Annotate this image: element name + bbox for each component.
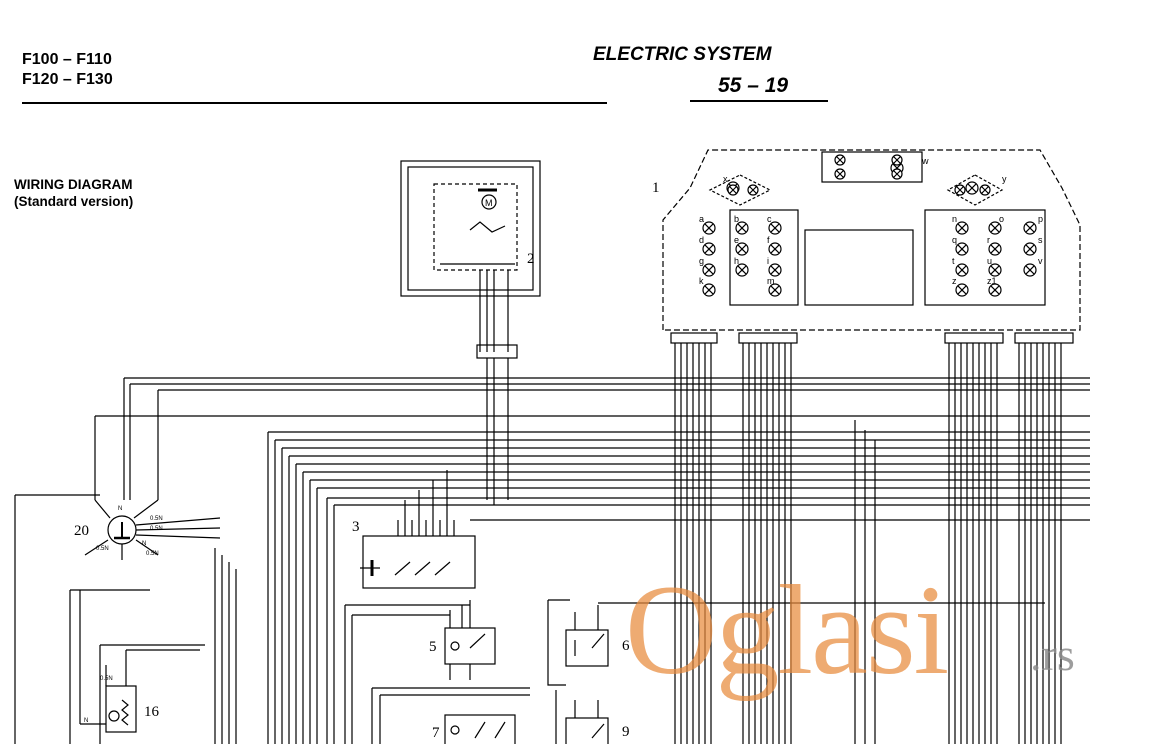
lamp-letter: u [987, 256, 992, 266]
wire-code-label: N [142, 541, 146, 547]
lamp-cross [893, 170, 901, 178]
wire-code-label: 0.5N [100, 676, 113, 682]
wire-code-label: N [118, 506, 122, 512]
relay-5 [344, 600, 496, 744]
page-number: 55 – 19 [718, 74, 789, 97]
lamp-letter: x [723, 174, 728, 184]
component-number-7: 7 [432, 725, 440, 741]
lamp-letter: s [1038, 235, 1043, 245]
component-number-3: 3 [352, 519, 360, 535]
header-rule-right [690, 100, 828, 102]
relay-6 [547, 599, 1045, 686]
relay-9 [555, 690, 609, 744]
lamp-cross [749, 186, 757, 194]
component-number-2: 2 [527, 251, 535, 267]
light-switch-component [14, 494, 237, 744]
lamp-cross [967, 183, 977, 193]
lamp-letter: t [952, 256, 955, 266]
sensor-16 [79, 590, 205, 744]
lamp-letter: k [699, 276, 704, 286]
section-title: ELECTRIC SYSTEM [593, 44, 772, 65]
component-number-1: 1 [652, 180, 660, 196]
models-line-1: F100 – F110 [22, 51, 112, 68]
wire-code-label: 0.5N [150, 526, 163, 532]
component-number-16: 16 [144, 704, 160, 720]
wiper-motor-component [400, 160, 541, 505]
instrument-cluster [662, 149, 1081, 344]
watermark-logo: Oglasi [625, 559, 949, 701]
wire-code-label: 0.5N [146, 551, 159, 557]
wire-code-label: 0.5N [96, 546, 109, 552]
header-rule-left [22, 102, 607, 104]
lamp-cross [836, 170, 844, 178]
lamp-cross [981, 186, 989, 194]
lamp-letter: w [921, 156, 929, 166]
lamp-cross [956, 186, 964, 194]
lamp-letter: a [699, 214, 704, 224]
lamp-letter: c [767, 214, 772, 224]
diagram-title-line-1: WIRING DIAGRAM [14, 177, 133, 192]
lamp-letter: p [1038, 214, 1043, 224]
component-number-20: 20 [74, 523, 89, 539]
lamp-letter: h [734, 256, 739, 266]
diagram-title: WIRING DIAGRAM (Standard version) [14, 176, 133, 210]
lamp-letter: b [734, 214, 739, 224]
wire-code-label: 0.5N [150, 516, 163, 522]
lamp-letter: z [952, 276, 957, 286]
motor-symbol: M [485, 198, 493, 208]
model-list: F100 – F110 F120 – F130 [22, 50, 113, 90]
diagram-title-line-2: (Standard version) [14, 194, 134, 209]
lamp-cross [893, 156, 901, 164]
component-number-9: 9 [622, 724, 630, 740]
wire-code-label: N [84, 718, 88, 724]
lamp-letter: o [999, 214, 1004, 224]
lamp-letter: d [699, 235, 704, 245]
component-number-5: 5 [429, 639, 437, 655]
component-number-6: 6 [622, 638, 630, 654]
lamp-cross [729, 186, 737, 194]
lamp-letter: g [699, 256, 704, 266]
multi-switch-component [360, 470, 476, 589]
models-line-2: F120 – F130 [22, 71, 113, 88]
lamp-letter: e [734, 235, 739, 245]
lamp-letter: y [1002, 174, 1007, 184]
relay-7 [371, 687, 530, 744]
lamp-letter: q [952, 235, 957, 245]
harness-wiring [94, 343, 1090, 744]
lamp-letter: r [987, 235, 990, 245]
lamp-letter: i [767, 256, 769, 266]
lamp-letter: n [952, 214, 957, 224]
lamp-letter: m [767, 276, 775, 286]
lamp-letter: f [767, 235, 770, 245]
lamp-letter: v [1038, 256, 1043, 266]
lamp-letter: z1 [987, 276, 997, 286]
watermark-tld: .rs [1030, 629, 1075, 680]
indicator-lamps [702, 154, 1037, 297]
lamp-cross [836, 156, 844, 164]
